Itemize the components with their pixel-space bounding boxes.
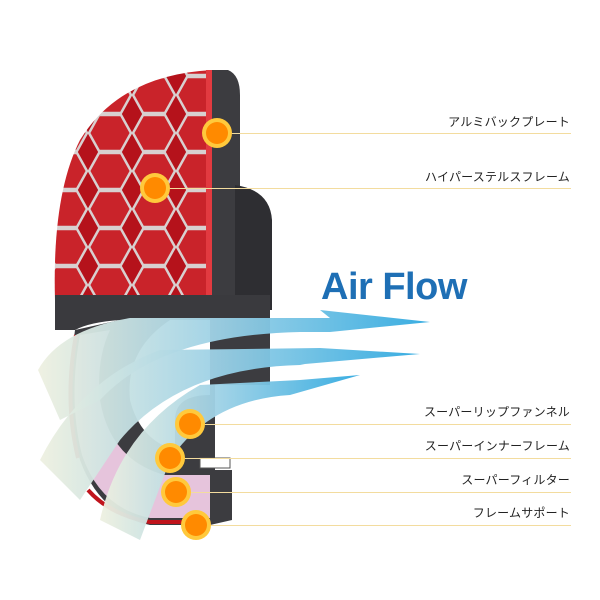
leader-line-aluminum-back-plate	[226, 133, 571, 134]
filter-dome	[54, 70, 212, 300]
label-aluminum-back-plate: アルミバックプレート	[448, 115, 570, 129]
label-frame-support: フレームサポート	[472, 506, 570, 520]
callout-marker-super-filter	[165, 481, 187, 503]
callout-marker-hyper-stealth-frame	[144, 177, 166, 199]
leader-line-hyper-stealth-frame	[165, 188, 571, 189]
air-flow-title: Air Flow	[321, 266, 467, 308]
callout-marker-aluminum-back-plate	[206, 122, 228, 144]
label-super-lip-funnel: スーパーリップファンネル	[423, 405, 570, 419]
callout-marker-frame-support	[185, 514, 207, 536]
callout-marker-super-inner-frame	[159, 447, 181, 469]
leader-line-super-filter	[186, 492, 571, 493]
leader-line-super-inner-frame	[180, 458, 571, 459]
label-super-filter: スーパーフィルター	[461, 473, 570, 487]
leader-line-super-lip-funnel	[200, 424, 571, 425]
label-hyper-stealth-frame: ハイパーステルスフレーム	[425, 170, 570, 184]
label-super-inner-frame: スーパーインナーフレーム	[424, 439, 570, 453]
leader-line-frame-support	[206, 525, 571, 526]
callout-marker-super-lip-funnel	[179, 413, 201, 435]
